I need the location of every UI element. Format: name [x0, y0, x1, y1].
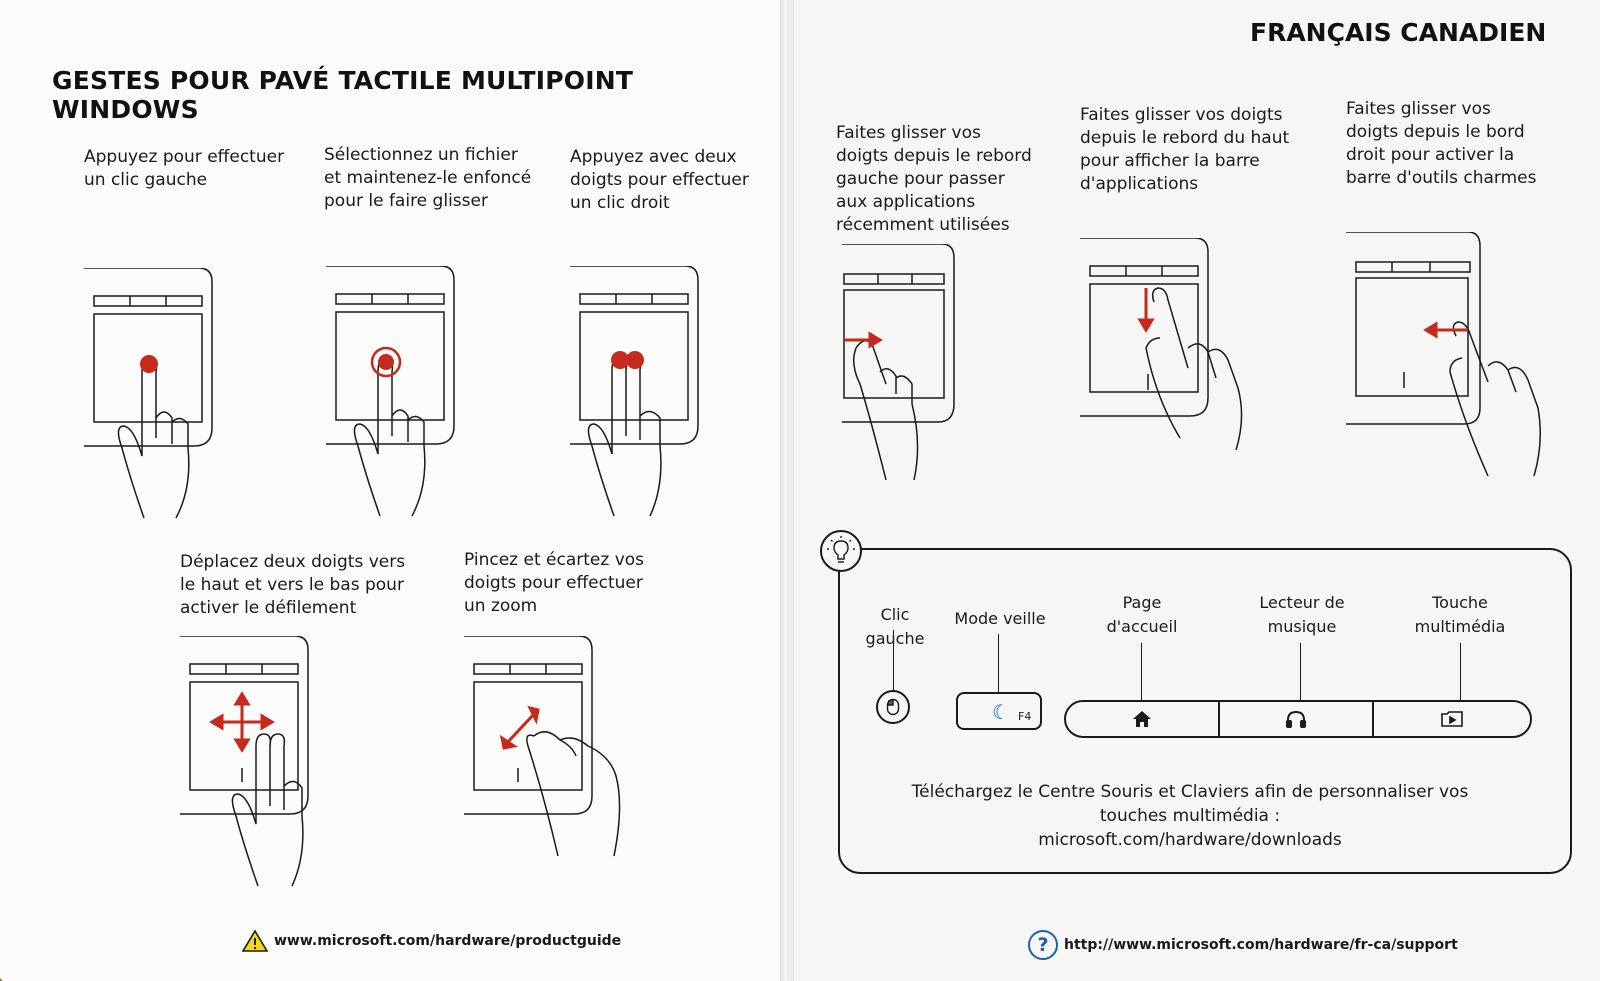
- headphones-icon: [1286, 710, 1306, 728]
- connector-left-click: [893, 630, 894, 690]
- help-icon: ?: [1028, 930, 1058, 960]
- top-edge-swipe-illustration: [1080, 238, 1260, 453]
- moon-icon: ☾: [992, 700, 1010, 724]
- tip-box: [838, 548, 1572, 874]
- media-key: [1372, 700, 1532, 738]
- right-click-illustration: [570, 266, 720, 521]
- footer-left: www.microsoft.com/hardware/productguide: [242, 930, 621, 952]
- drag-illustration: [326, 266, 476, 521]
- home-key: [1064, 700, 1220, 738]
- connector-home: [1141, 643, 1142, 700]
- label-sleep-mode: Mode veille: [954, 609, 1046, 628]
- right-page: [786, 0, 1600, 981]
- f4-key-label: F4: [1018, 710, 1032, 723]
- music-key: [1218, 700, 1374, 738]
- mouse-icon: [886, 698, 900, 716]
- left-click-key: [876, 690, 910, 724]
- home-icon: [1133, 711, 1151, 727]
- label-left-click: Clic gauche: [865, 605, 925, 648]
- warning-icon: [242, 930, 268, 952]
- footer-right: ? http://www.microsoft.com/hardware/fr-c…: [1028, 930, 1458, 960]
- download-instructions: Téléchargez le Centre Souris et Claviers…: [900, 780, 1480, 852]
- media-icon: [1441, 711, 1463, 727]
- connector-sleep: [998, 634, 999, 692]
- connector-media: [1460, 643, 1461, 700]
- lightbulb-icon: [820, 530, 862, 572]
- download-link[interactable]: microsoft.com/hardware/downloads: [1038, 830, 1342, 850]
- connector-music: [1300, 643, 1301, 700]
- left-edge-swipe-illustration: [842, 244, 972, 484]
- zoom-illustration: [464, 636, 644, 861]
- left-click-illustration: [84, 268, 234, 523]
- right-edge-swipe-illustration: [1346, 232, 1556, 482]
- sleep-key: ☾ F4: [956, 692, 1042, 730]
- language-heading: FRANÇAIS CANADIEN: [1250, 18, 1547, 47]
- left-page: GESTES POUR PAVÉ TACTILE MULTIPOINT WIND…: [0, 0, 786, 981]
- productguide-link[interactable]: www.microsoft.com/hardware/productguide: [274, 933, 622, 949]
- page-title: GESTES POUR PAVÉ TACTILE MULTIPOINT WIND…: [52, 66, 634, 124]
- book-spine: [780, 0, 794, 981]
- support-link[interactable]: http://www.microsoft.com/hardware/fr-ca/…: [1064, 937, 1458, 953]
- scroll-illustration: [180, 636, 330, 891]
